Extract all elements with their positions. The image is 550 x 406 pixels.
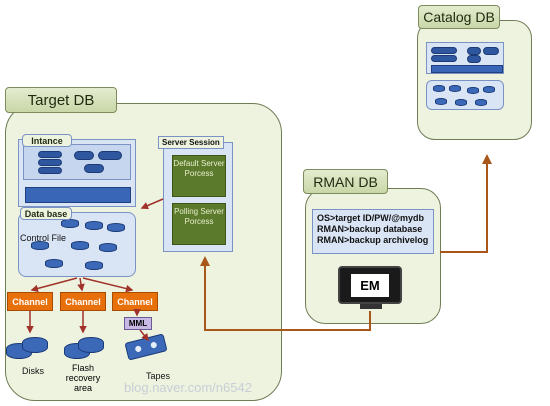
disks-label: Disks: [22, 366, 44, 376]
rman-command-1: OS>target ID/PW/@mydb: [317, 213, 425, 223]
em-monitor-icon[interactable]: EM: [338, 266, 402, 304]
catalog-instance-mini: [426, 42, 504, 74]
database-block: [18, 212, 136, 277]
arrow-db-to-channel-2: [77, 277, 85, 292]
instance-block: [18, 139, 136, 207]
disks-icon-2: [22, 337, 48, 353]
catalog-db-title: Catalog DB: [418, 5, 500, 29]
arrow-em-to-server-session: [200, 256, 371, 331]
rman-command-3: RMAN>backup archivelog: [317, 235, 429, 245]
channel-2: Channel: [60, 292, 106, 311]
tapes-label: Tapes: [146, 371, 171, 381]
channel-1: Channel: [7, 292, 53, 311]
rman-commands-box: OS>target ID/PW/@mydb RMAN>backup databa…: [312, 209, 434, 254]
em-label: EM: [351, 274, 389, 297]
watermark: blog.naver.com/n6542: [124, 380, 252, 395]
arrow-server-to-database: [140, 198, 164, 210]
flash-recovery-label: Flash recovery area: [65, 363, 101, 393]
rman-db-title: RMAN DB: [303, 169, 388, 194]
polling-server-process: Polling Server Porcess: [172, 203, 226, 245]
arrow-db-to-channel-3: [82, 277, 134, 293]
default-server-process: Default Server Porcess: [172, 155, 226, 197]
control-file-label: Control File: [20, 233, 67, 243]
instance-label: Intance: [22, 134, 72, 147]
arrow-db-to-channel-1: [30, 277, 78, 293]
database-label: Data base: [20, 207, 72, 220]
server-session-title: Server Session: [158, 136, 224, 149]
flash-recovery-icon-2: [78, 337, 104, 353]
target-db-title: Target DB: [5, 87, 117, 113]
arrow-rman-to-catalog: [440, 154, 492, 253]
catalog-database-mini: [426, 80, 504, 110]
em-monitor-stand: [360, 304, 382, 309]
rman-command-2: RMAN>backup database: [317, 224, 423, 234]
arrow-mml-to-tapes: [139, 329, 149, 342]
mml-box: MML: [124, 317, 152, 330]
